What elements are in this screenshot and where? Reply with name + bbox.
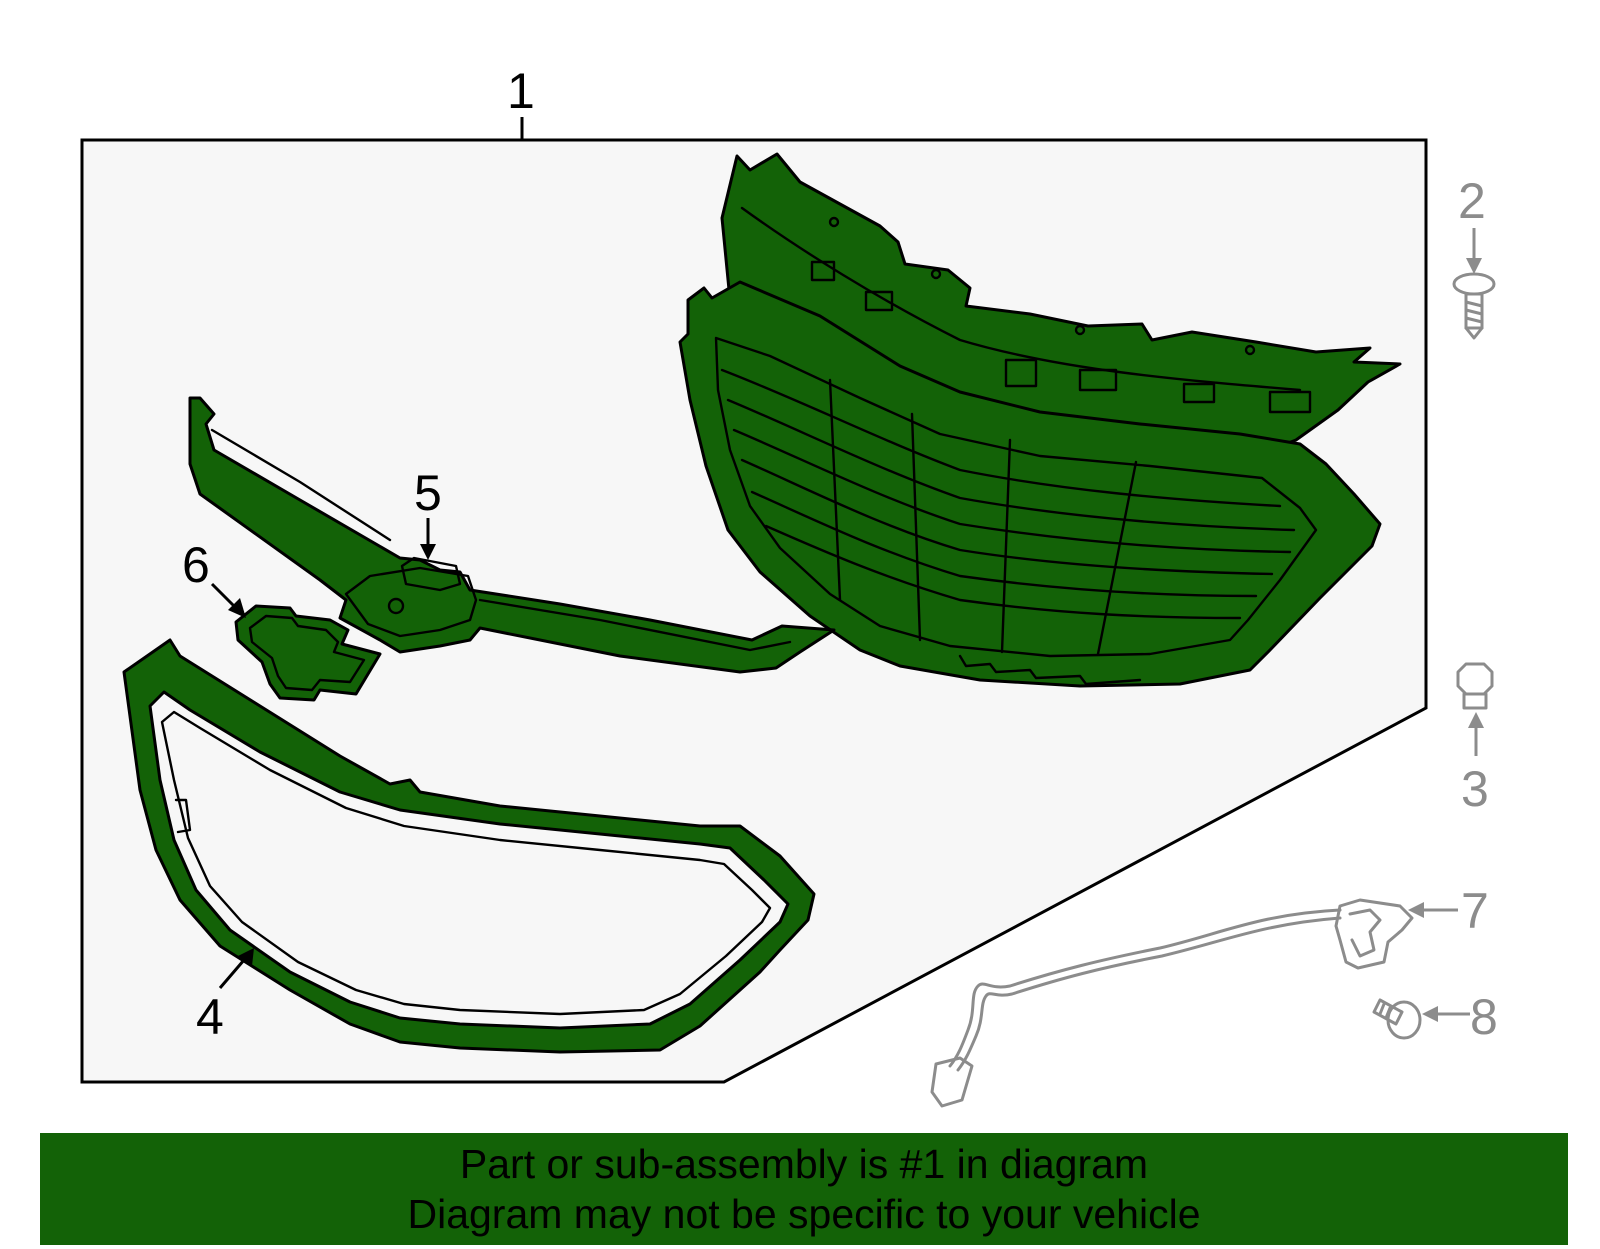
emblem-mount-cap — [400, 556, 462, 592]
grille-slat-1 — [720, 368, 1282, 508]
parts-diagram: 1 — [80, 63, 1498, 1108]
callout-1: 1 — [507, 63, 535, 119]
screw-head — [1452, 272, 1496, 296]
grille-main-body — [678, 280, 1382, 688]
emblem-bar-edge — [210, 428, 792, 652]
nut-body — [1462, 692, 1488, 710]
harness-connector — [930, 1056, 974, 1108]
callout-7: 7 — [1461, 883, 1489, 939]
emblem-bar — [188, 396, 836, 674]
bowtie-emblem-inner — [248, 614, 366, 692]
bolt-shank — [1372, 998, 1404, 1026]
bowtie-emblem-body — [234, 604, 382, 702]
footer-line-1: Part or sub-assembly is #1 in diagram — [459, 1141, 1149, 1187]
footer-line-2: Diagram may not be specific to your vehi… — [407, 1191, 1201, 1237]
callout-5-arrowhead — [420, 544, 436, 560]
grille-assembly — [678, 152, 1402, 688]
grille-slat-5 — [750, 490, 1258, 598]
grille-slot-1 — [810, 260, 836, 282]
grille-surround-tab — [174, 798, 192, 834]
callout-4-leader — [218, 959, 246, 989]
callout-8: 8 — [1470, 989, 1498, 1045]
callout-3: 3 — [1461, 761, 1489, 817]
grille-inner-outline — [714, 336, 1318, 658]
callout-6-arrowhead — [228, 598, 246, 618]
bolt-icon — [1372, 998, 1422, 1040]
grille-hole-3 — [1074, 324, 1086, 336]
grille-surround-inner-edge — [160, 710, 772, 1016]
grille-slot-5 — [1182, 382, 1216, 404]
harness-wire-a — [948, 908, 1342, 1068]
bowtie-emblem — [234, 604, 382, 702]
callout-4-arrowhead — [238, 948, 254, 966]
callout-4: 4 — [196, 989, 224, 1045]
emblem-bar-body — [188, 396, 836, 674]
callout-7-arrowhead — [1408, 902, 1424, 918]
grille-rib-4 — [1096, 460, 1138, 656]
screw-thread — [1464, 300, 1484, 340]
bolt-head — [1386, 1000, 1422, 1040]
grille-slat-3 — [732, 428, 1292, 554]
nut-flange — [1456, 662, 1494, 696]
grille-rib-2 — [910, 412, 922, 642]
harness-wire-b — [956, 916, 1342, 1072]
grille-slot-4 — [1078, 368, 1118, 392]
footer-banner: Part or sub-assembly is #1 in diagram Di… — [40, 1133, 1568, 1245]
grille-slot-2 — [864, 290, 894, 312]
nut-icon — [1456, 662, 1494, 710]
bolt-thread — [1378, 1002, 1392, 1020]
grille-surround — [122, 638, 816, 1054]
callout-2-arrowhead — [1466, 258, 1482, 274]
grille-rib-3 — [1000, 438, 1012, 654]
wiring-harness — [930, 898, 1414, 1108]
harness-sensor-detail — [1348, 908, 1382, 958]
harness-sensor — [1334, 898, 1414, 970]
grille-slot-6 — [1268, 390, 1312, 414]
grille-rib-1 — [828, 378, 842, 602]
emblem-mount-plate — [344, 566, 478, 638]
callout-6-leader — [210, 582, 236, 608]
callout-8-arrowhead — [1422, 1006, 1438, 1022]
callout-3-arrowhead — [1468, 712, 1484, 728]
grille-slot-3 — [1004, 358, 1038, 388]
grille-hole-1 — [828, 216, 840, 228]
grille-hole-4 — [1244, 344, 1256, 356]
screw-icon — [1452, 272, 1496, 340]
grille-slat-4 — [740, 458, 1274, 576]
callout-2: 2 — [1458, 173, 1486, 229]
grille-frame-rail — [740, 206, 1302, 392]
callout-6: 6 — [182, 537, 210, 593]
grille-slat-6 — [764, 524, 1242, 620]
grille-surround-body — [122, 638, 816, 1054]
grille-slat-2 — [726, 398, 1296, 532]
emblem-mount-hole — [387, 597, 405, 615]
grille-hole-2 — [930, 268, 942, 280]
callout-5: 5 — [414, 465, 442, 521]
grille-lower-clips — [958, 654, 1142, 686]
